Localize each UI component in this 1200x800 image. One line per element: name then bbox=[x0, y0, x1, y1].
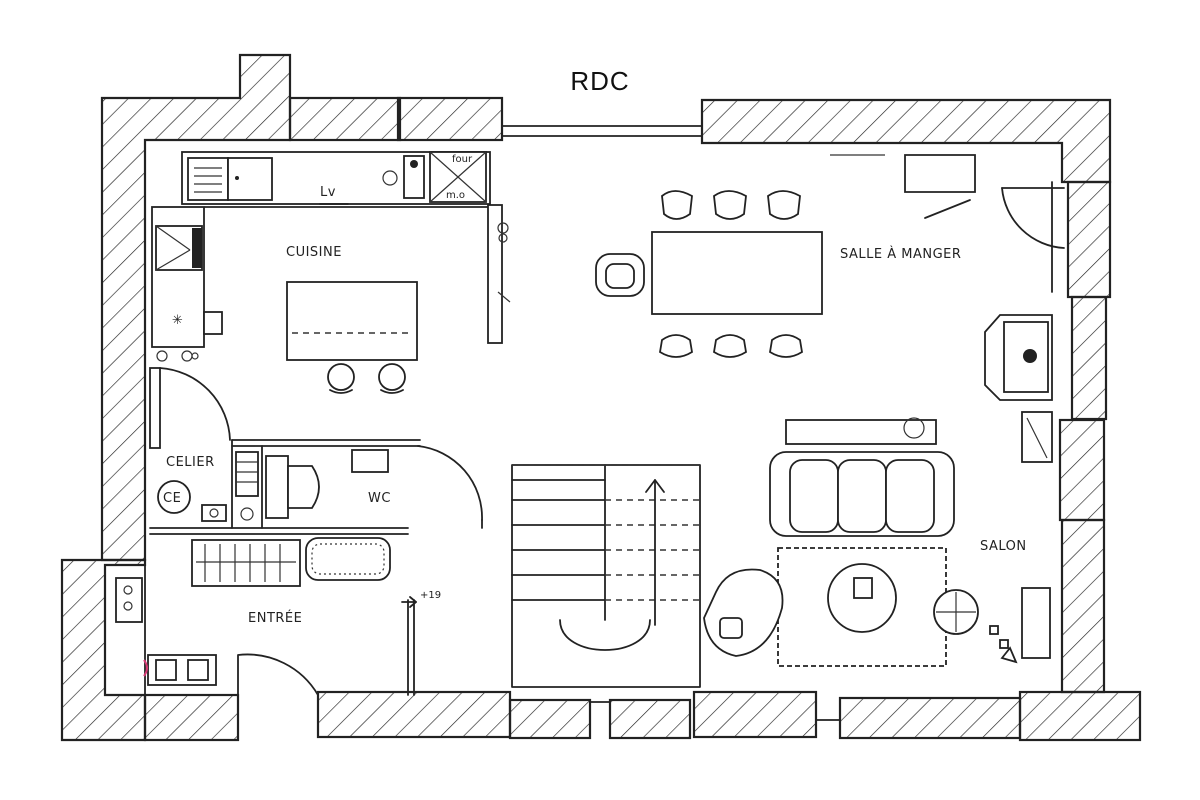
tv-unit bbox=[1021, 587, 1051, 659]
dishwasher-label: Lv bbox=[320, 185, 336, 200]
water-heater-label: CE bbox=[163, 491, 181, 506]
radiator-mark bbox=[143, 659, 148, 677]
coat-rack bbox=[191, 539, 301, 587]
kitchen: four m.o Lv ✳ CUISINE bbox=[151, 151, 511, 394]
washbasin-icon bbox=[351, 449, 389, 473]
living-room: SALON bbox=[703, 314, 1053, 667]
dining-table bbox=[651, 231, 823, 315]
room-label-kitchen: CUISINE bbox=[286, 245, 342, 260]
kitchen-island bbox=[286, 281, 418, 361]
water-heater bbox=[157, 480, 191, 514]
plan-title: RDC bbox=[570, 66, 629, 96]
wc-room: WC bbox=[265, 445, 483, 529]
sink-drainer bbox=[187, 157, 229, 201]
windows bbox=[501, 125, 841, 721]
entrance: +19 ENTRÉE bbox=[115, 537, 441, 696]
interior-walls bbox=[144, 181, 1053, 696]
staircase bbox=[511, 464, 701, 688]
exterior-walls bbox=[60, 53, 1142, 742]
toilet-icon bbox=[287, 465, 320, 509]
armchair bbox=[703, 568, 784, 657]
console-table bbox=[785, 419, 937, 445]
room-label-wc: WC bbox=[368, 491, 391, 506]
room-label-entrance: ENTRÉE bbox=[248, 610, 302, 626]
dining-room: SALLE À MANGER bbox=[595, 154, 1065, 358]
room-label-dining: SALLE À MANGER bbox=[840, 246, 961, 262]
microwave-label: m.o bbox=[446, 190, 465, 201]
room-label-living: SALON bbox=[980, 539, 1027, 554]
oven-label: four bbox=[452, 154, 473, 165]
room-label-pantry: CELIER bbox=[166, 455, 215, 470]
sink-icon bbox=[227, 157, 273, 201]
pantry: CE CELIER bbox=[157, 367, 259, 522]
bench bbox=[305, 537, 391, 581]
stairs-level-label: +19 bbox=[420, 590, 441, 601]
washer-icon: ✳ bbox=[172, 313, 183, 328]
